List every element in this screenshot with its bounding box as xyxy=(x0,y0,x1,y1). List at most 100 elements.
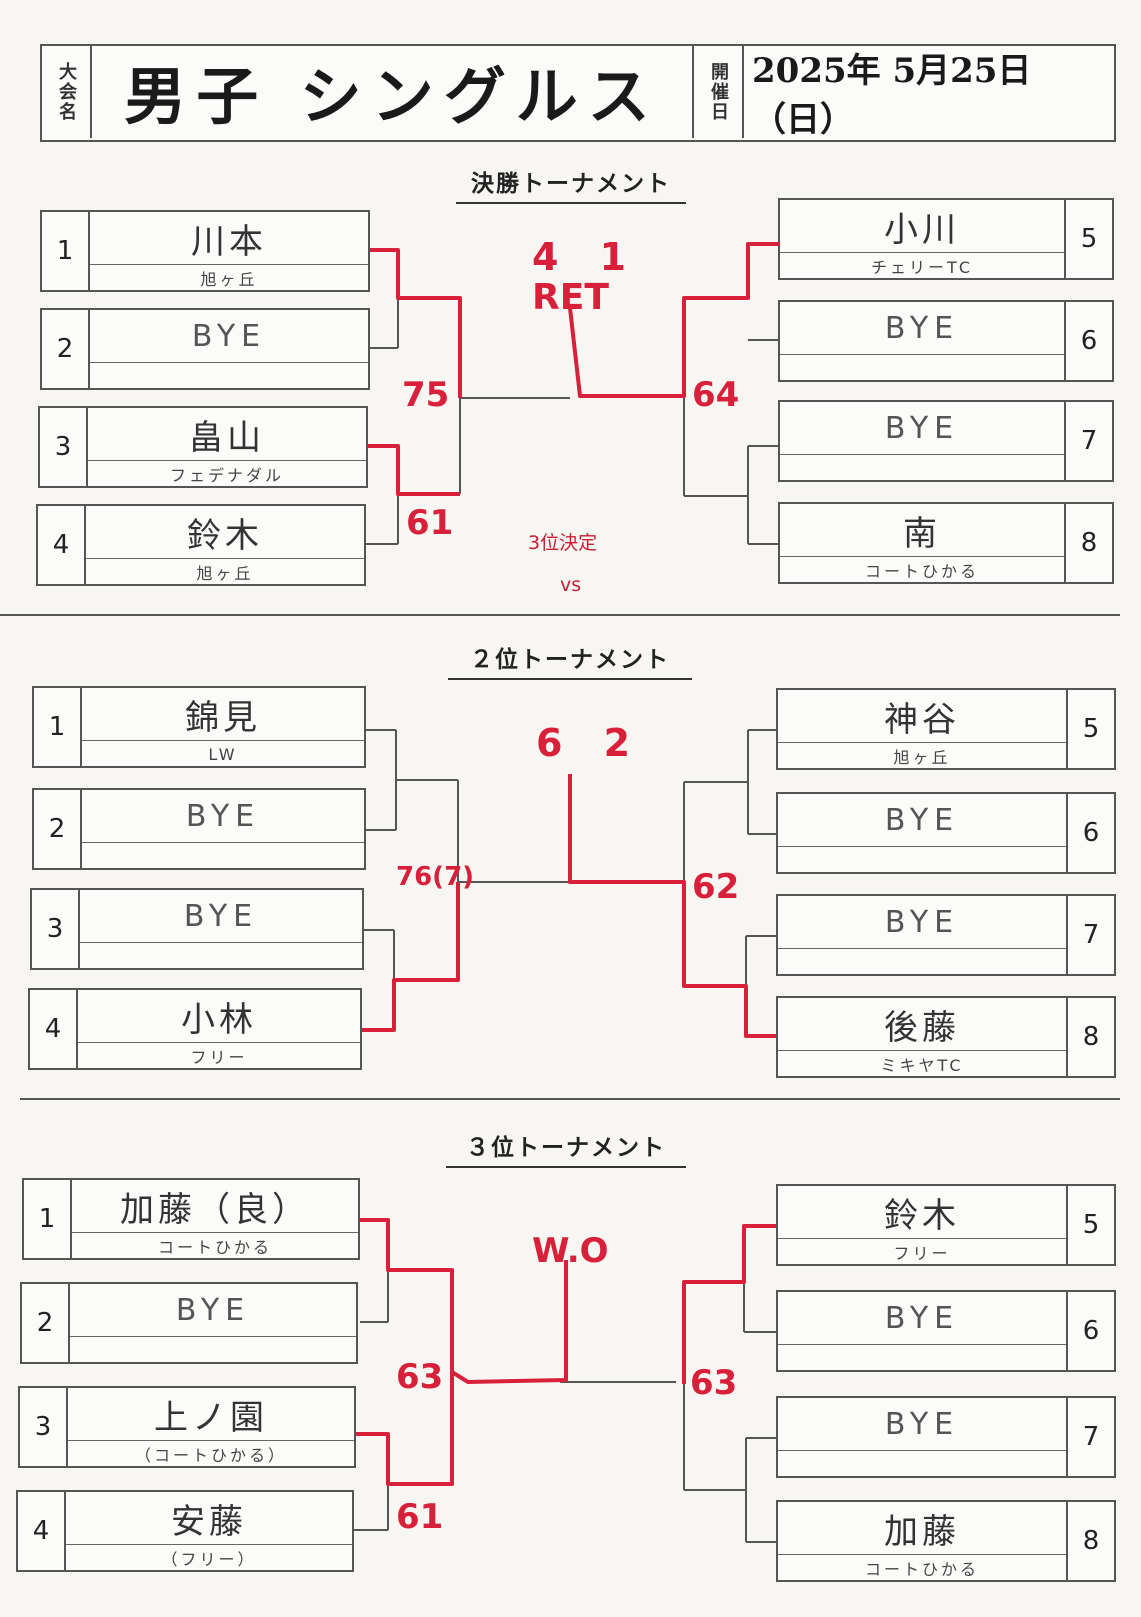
player-club: フリー xyxy=(893,1244,951,1263)
player-name: 神谷 xyxy=(778,690,1066,743)
event-label: 大会名 xyxy=(42,46,92,138)
retired-note: RET xyxy=(532,277,609,318)
player-name: 上ノ園 xyxy=(68,1388,354,1441)
seed-number: 5 xyxy=(1064,200,1112,278)
player-club: 旭ヶ丘 xyxy=(196,564,254,583)
player-name: 鈴木 xyxy=(778,1186,1066,1239)
semi-score: 62 xyxy=(692,867,740,907)
date-label: 開催日 xyxy=(692,46,744,138)
player-slot: 1 加藤（良） コートひかる xyxy=(22,1178,360,1260)
section-divider xyxy=(20,1098,1120,1100)
player-slot: 8 南 コートひかる xyxy=(778,502,1114,584)
bracket-red xyxy=(356,242,780,1486)
seed-number: 1 xyxy=(42,212,90,290)
player-club: LW xyxy=(208,744,238,764)
player-slot: 5 神谷 旭ヶ丘 xyxy=(776,688,1116,770)
player-name: 錦見 xyxy=(82,688,364,741)
player-slot: 6 BYE xyxy=(776,792,1116,874)
seed-number: 6 xyxy=(1064,302,1112,380)
player-club: チェリーTC xyxy=(870,258,973,277)
player-name: BYE xyxy=(70,1284,356,1337)
seed-number: 6 xyxy=(1066,1292,1114,1370)
player-slot: 1 錦見 LW xyxy=(32,686,366,768)
player-club: コートひかる xyxy=(864,1560,979,1579)
player-name: 鈴木 xyxy=(86,506,364,559)
player-slot: 3 畠山 フェデナダル xyxy=(38,406,368,488)
player-slot: 2 BYE xyxy=(20,1282,358,1364)
seed-number: 5 xyxy=(1066,690,1114,768)
player-club: フリー xyxy=(190,1048,248,1067)
semi-score: 75 xyxy=(402,375,450,415)
event-title: 男子 シングルス xyxy=(124,60,660,133)
player-club: コートひかる xyxy=(864,562,979,581)
player-slot: 7 BYE xyxy=(776,1396,1116,1478)
final-score: 4 1 xyxy=(532,235,641,279)
player-club: 旭ヶ丘 xyxy=(893,748,951,767)
player-name: BYE xyxy=(778,794,1066,847)
semi-score: 76(7) xyxy=(396,862,475,892)
player-slot: 2 BYE xyxy=(32,788,366,870)
player-club: フェデナダル xyxy=(169,466,284,485)
player-slot: 5 鈴木 フリー xyxy=(776,1184,1116,1266)
seed-number: 3 xyxy=(40,408,88,486)
seed-number: 5 xyxy=(1066,1186,1114,1264)
seed-number: 2 xyxy=(22,1284,70,1362)
semi-score: 63 xyxy=(690,1363,738,1403)
player-name: 南 xyxy=(780,504,1064,557)
player-name: BYE xyxy=(780,402,1064,455)
player-name: BYE xyxy=(82,790,364,843)
player-name: 川本 xyxy=(90,212,368,265)
section-title-second: ２位トーナメント xyxy=(448,640,692,680)
seed-number: 8 xyxy=(1066,1502,1114,1580)
seed-number: 4 xyxy=(30,990,78,1068)
seed-number: 3 xyxy=(32,890,80,968)
final-score: W.O xyxy=(532,1231,609,1271)
player-slot: 3 上ノ園 （コートひかる） xyxy=(18,1386,356,1468)
header-box xyxy=(40,44,1116,142)
player-name: BYE xyxy=(90,310,368,363)
seed-number: 6 xyxy=(1066,794,1114,872)
player-club: 旭ヶ丘 xyxy=(200,270,258,289)
player-slot: 6 BYE xyxy=(776,1290,1116,1372)
final-score: 6 2 xyxy=(536,721,645,765)
seed-number: 8 xyxy=(1066,998,1114,1076)
player-slot: 3 BYE xyxy=(30,888,364,970)
section-title-third: ３位トーナメント xyxy=(446,1128,686,1168)
semi-score: 63 xyxy=(396,1357,444,1397)
seed-number: 7 xyxy=(1064,402,1112,480)
player-slot: 1 川本 旭ヶ丘 xyxy=(40,210,370,292)
player-slot: 5 小川 チェリーTC xyxy=(778,198,1114,280)
player-slot: 7 BYE xyxy=(776,894,1116,976)
player-slot: 8 後藤 ミキヤTC xyxy=(776,996,1116,1078)
seed-number: 7 xyxy=(1066,896,1114,974)
seed-number: 7 xyxy=(1066,1398,1114,1476)
semi-score: 61 xyxy=(396,1497,444,1537)
seed-number: 4 xyxy=(18,1492,66,1570)
seed-number: 1 xyxy=(34,688,82,766)
player-name: BYE xyxy=(780,302,1064,355)
player-name: 小川 xyxy=(780,200,1064,253)
seed-number: 2 xyxy=(42,310,90,388)
player-name: 後藤 xyxy=(778,998,1066,1051)
player-name: 安藤 xyxy=(66,1492,352,1545)
player-club: （フリー） xyxy=(161,1550,257,1569)
player-slot: 8 加藤 コートひかる xyxy=(776,1500,1116,1582)
player-slot: 7 BYE xyxy=(778,400,1114,482)
player-club: （コートひかる） xyxy=(134,1446,287,1465)
player-slot: 6 BYE xyxy=(778,300,1114,382)
player-slot: 4 安藤 （フリー） xyxy=(16,1490,354,1572)
player-slot: 4 鈴木 旭ヶ丘 xyxy=(36,504,366,586)
player-club: ミキヤTC xyxy=(880,1056,964,1075)
third-place-note: 3位決定 xyxy=(528,532,598,554)
section-divider xyxy=(0,614,1120,616)
player-name: 加藤 xyxy=(778,1502,1066,1555)
player-club: コートひかる xyxy=(157,1238,272,1257)
player-name: BYE xyxy=(778,896,1066,949)
player-slot: 2 BYE xyxy=(40,308,370,390)
seed-number: 2 xyxy=(34,790,82,868)
player-slot: 4 小林 フリー xyxy=(28,988,362,1070)
player-name: 畠山 xyxy=(88,408,366,461)
seed-number: 1 xyxy=(24,1180,72,1258)
